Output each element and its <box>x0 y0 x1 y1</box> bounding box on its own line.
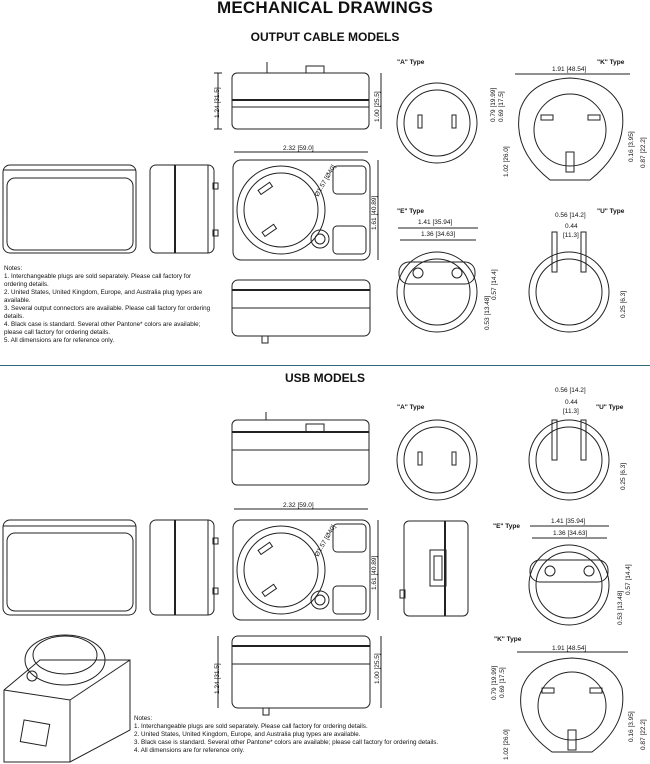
e-width-2: 1.36 [34.63] <box>553 530 588 537</box>
k-d3: 1.02 [26.0] <box>503 729 510 760</box>
note-line: 1. Interchangeable plugs are sold separa… <box>134 723 368 730</box>
k-d3: 1.02 [26.0] <box>503 146 510 177</box>
note-line: ordering details. <box>4 281 49 288</box>
front-view-usb <box>2 519 137 616</box>
u-width-2b: [11.3] <box>563 408 579 415</box>
product-illustration <box>3 634 131 763</box>
note-line: please call factory for ordering details… <box>4 329 111 336</box>
width-dim: 2.32 [59.0] <box>283 502 314 509</box>
plan-view-usb: 2.32 [59.0] Ø1.57 [Ø40] <box>232 502 371 621</box>
plug-a-label: "A" Type <box>397 59 425 66</box>
side-view-usb <box>149 519 219 616</box>
k-d5: 0.87 [22.2] <box>640 137 647 168</box>
e-width-1: 1.41 [35.94] <box>418 219 453 226</box>
section-divider <box>0 365 650 366</box>
plug-e-label: "E" Type <box>397 208 424 215</box>
plug-k-usb: "K" Type 1.91 [48.54] 0.79 [19.99] 0.69 … <box>491 636 647 760</box>
height-dim-1: 1.24 [31.5] <box>214 663 221 694</box>
note-line: 4. All dimensions are for reference only… <box>134 747 245 754</box>
usb-port-view <box>399 520 469 617</box>
plug-a-output: "A" Type <box>396 59 478 164</box>
note-line: available. <box>4 297 31 304</box>
height-dim-2: 1.00 [25.5] <box>374 91 381 122</box>
note-line: 2. United States, United Kingdom, Europe… <box>4 289 203 296</box>
note-line: 2. United States, United Kingdom, Europe… <box>134 731 361 738</box>
u-h: 0.25 [6.3] <box>620 463 627 490</box>
e-h1: 0.57 [14.4] <box>491 269 498 300</box>
plug-u-label: "U" Type <box>597 208 625 215</box>
note-line: 5. All dimensions are for reference only… <box>4 337 115 344</box>
page-title: MECHANICAL DRAWINGS <box>217 0 433 17</box>
plug-u-usb: "U" Type 0.56 [14.2] 0.44 [11.3] 0.25 [6… <box>528 387 627 501</box>
k-d4: 0.16 [3.95] <box>628 711 635 742</box>
u-width-2b: [11.3] <box>563 232 579 239</box>
plug-k-output: "K" Type 1.91 [48.54] 0.79 [19.99] 0.69 … <box>490 59 647 181</box>
top-view-output <box>231 62 370 130</box>
notes-title: Notes: <box>4 265 23 272</box>
plug-a-label: "A" Type <box>397 404 425 411</box>
note-line: details. <box>4 313 24 320</box>
u-width-1: 0.56 [14.2] <box>555 387 586 394</box>
e-h2: 0.53 [13.48] <box>617 590 624 625</box>
plug-u-output: "U" Type 0.56 [14.2] 0.44 [11.3] 0.25 [6… <box>528 208 627 333</box>
u-width-1: 0.56 [14.2] <box>555 212 586 219</box>
k-d4: 0.16 [3.95] <box>628 131 635 162</box>
notes-title: Notes: <box>134 715 153 722</box>
u-h: 0.25 [6.3] <box>620 291 627 318</box>
plug-k-label: "K" Type <box>597 59 625 66</box>
note-line: 3. Black case is standard. Several other… <box>134 739 439 746</box>
e-width-2: 1.36 [34.63] <box>421 231 456 238</box>
height-dim-1: 1.24 [31.5] <box>214 87 221 118</box>
plug-k-label: "K" Type <box>494 636 522 643</box>
note-line: 1. Interchangeable plugs are sold separa… <box>4 273 192 280</box>
note-line: 3. Several output connectors are availab… <box>4 305 211 312</box>
note-line: 4. Black case is standard. Several other… <box>4 321 201 328</box>
plug-e-label: "E" Type <box>493 523 520 530</box>
height-dim-2: 1.00 [25.5] <box>374 653 381 684</box>
plan-view-output: 2.32 [59.0] Ø1.57 [Ø40] <box>232 145 371 261</box>
top-view-usb <box>231 412 370 486</box>
k-d2: 0.69 [17.5] <box>499 667 506 698</box>
output-notes: Notes: 1. Interchangeable plugs are sold… <box>4 265 210 345</box>
width-dim: 2.32 [59.0] <box>283 145 314 152</box>
e-width-1: 1.41 [35.94] <box>551 518 586 525</box>
bottom-view-usb <box>231 635 371 716</box>
depth-dim: 1.61 [40.89] <box>371 555 378 590</box>
e-h2: 0.53 [13.48] <box>484 295 491 330</box>
plug-e-usb: "E" Type 1.41 [35.94] 1.36 [34.63] 0.57 … <box>493 518 632 626</box>
plug-u-label: "U" Type <box>596 404 624 411</box>
usb-notes: Notes: 1. Interchangeable plugs are sold… <box>134 715 438 755</box>
k-d5: 0.87 [22.2] <box>640 719 647 750</box>
u-width-2a: 0.44 <box>565 399 578 406</box>
k-d1: 0.79 [19.99] <box>491 665 498 700</box>
dia-dim: Ø1.57 [Ø40] <box>314 524 338 558</box>
bottom-view-output <box>231 279 371 344</box>
e-h1: 0.57 [14.4] <box>625 564 632 595</box>
plug-a-usb: "A" Type <box>396 404 478 501</box>
k-d1: 0.79 [19.99] <box>490 87 497 122</box>
side-view-output <box>149 164 219 254</box>
k-width-dim: 1.91 [48.54] <box>552 66 587 73</box>
front-view-output <box>2 164 137 254</box>
plug-e-output: "E" Type 1.41 [35.94] 1.36 [34.63] 0.57 … <box>396 208 498 333</box>
section-title-usb: USB MODELS <box>284 371 365 385</box>
u-width-2a: 0.44 <box>565 223 578 230</box>
k-d2: 0.69 [17.5] <box>498 91 505 122</box>
section-title-output: OUTPUT CABLE MODELS <box>250 30 400 44</box>
k-width-dim: 1.91 [48.54] <box>552 645 587 652</box>
depth-dim: 1.61 [40.89] <box>371 195 378 230</box>
